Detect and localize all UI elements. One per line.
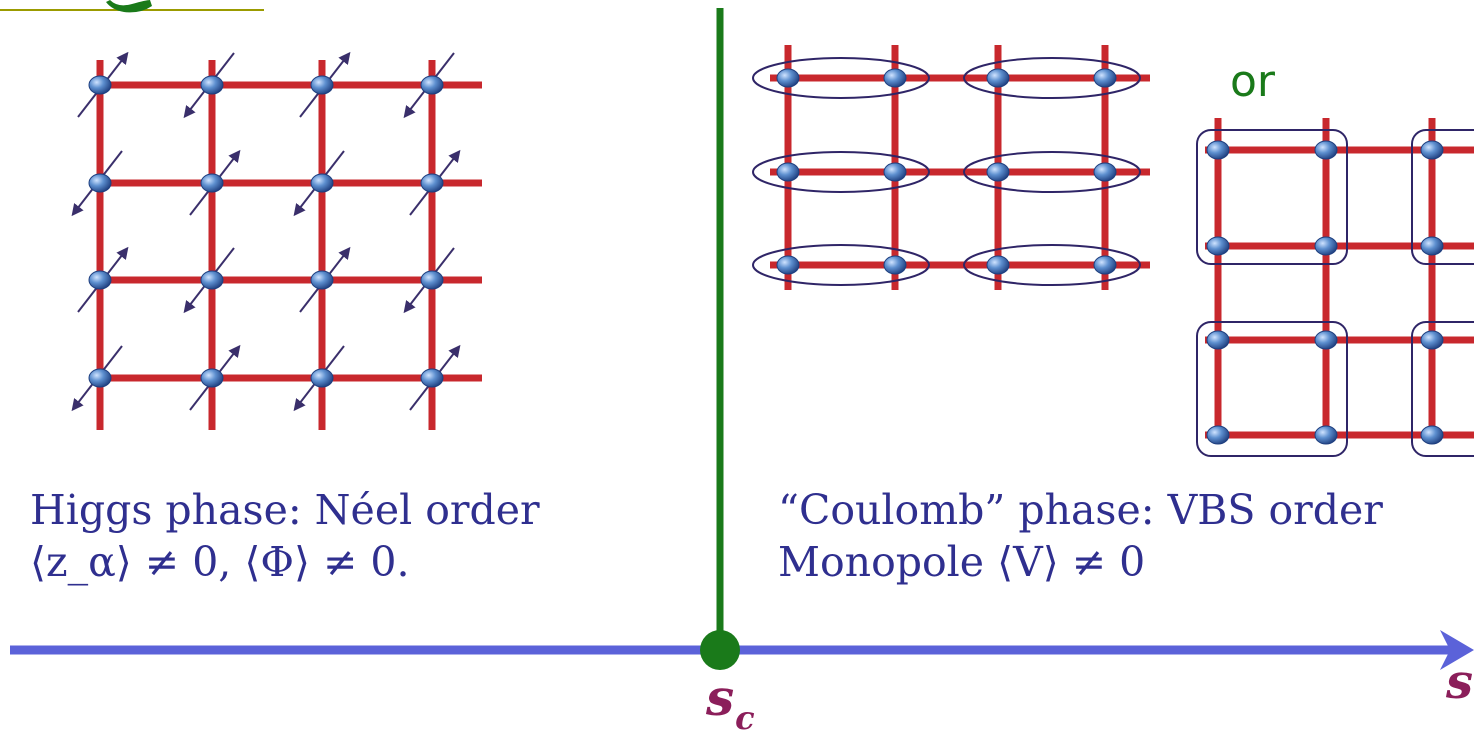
lattice-site <box>420 270 444 290</box>
dimer-pair-outline <box>752 244 930 286</box>
dimer-pair-outline <box>963 244 1141 286</box>
lattice-site <box>88 270 112 290</box>
lattice-site <box>1314 140 1338 160</box>
dimer-pair-outline <box>963 57 1141 99</box>
critical-coupling-symbol: s <box>706 668 735 727</box>
lattice-site <box>1420 140 1444 160</box>
lattice-site <box>200 368 224 388</box>
plaquette-outline <box>1196 129 1348 265</box>
vbs-caption-line2: Monopole ⟨V⟩ ≠ 0 <box>778 538 1146 586</box>
lattice-site <box>420 75 444 95</box>
lattice-site <box>1206 425 1230 445</box>
lattice-site <box>1206 330 1230 350</box>
critical-coupling-subscript: c <box>735 699 755 737</box>
lattice-site <box>1314 236 1338 256</box>
or-label: or <box>1230 56 1276 107</box>
neel-caption: Higgs phase: Néel order ⟨z_α⟩ ≠ 0, ⟨Φ⟩ ≠… <box>30 484 540 588</box>
critical-coupling-label: sc <box>706 668 755 737</box>
vbs-caption-line1: “Coulomb” phase: VBS order <box>778 486 1383 534</box>
lattice-site <box>200 75 224 95</box>
lattice-site <box>420 173 444 193</box>
lattice-site <box>1093 255 1117 275</box>
dimer-pair-outline <box>752 57 930 99</box>
lattice-site <box>88 368 112 388</box>
lattice-site <box>776 255 800 275</box>
lattice-site <box>1206 140 1230 160</box>
lattice-site <box>1093 162 1117 182</box>
lattice-site <box>310 368 334 388</box>
dimer-pair-outline <box>963 151 1141 193</box>
plaquette-outline <box>1196 321 1348 457</box>
lattice-site <box>776 68 800 88</box>
axis-arrowhead-icon <box>1440 630 1474 670</box>
lattice-site <box>88 75 112 95</box>
lattice-site <box>310 75 334 95</box>
critical-point <box>700 630 740 670</box>
lattice-site <box>883 68 907 88</box>
lattice-site <box>1314 425 1338 445</box>
lattice-site <box>200 270 224 290</box>
lattice-site <box>200 173 224 193</box>
lattice-site <box>776 162 800 182</box>
vbs-columnar-lattice <box>752 45 1150 290</box>
neel-caption-line2: ⟨z_α⟩ ≠ 0, ⟨Φ⟩ ≠ 0. <box>30 538 410 586</box>
lattice-site <box>1206 236 1230 256</box>
plaquette-outline <box>1411 321 1474 457</box>
neel-caption-line1: Higgs phase: Néel order <box>30 486 540 534</box>
lattice-site <box>1420 330 1444 350</box>
lattice-site <box>883 162 907 182</box>
dimer-pair-outline <box>752 151 930 193</box>
vbs-plaquette-lattice <box>1196 118 1474 457</box>
lattice-site <box>1093 68 1117 88</box>
lattice-site <box>986 68 1010 88</box>
lattice-site <box>420 368 444 388</box>
lattice-site <box>310 270 334 290</box>
lattice-site <box>1420 236 1444 256</box>
lattice-site <box>310 173 334 193</box>
tuning-axis <box>10 630 1474 670</box>
lattice-site <box>986 162 1010 182</box>
neel-lattice <box>71 51 482 430</box>
lattice-site <box>88 173 112 193</box>
lattice-site <box>986 255 1010 275</box>
coupling-axis-label: s <box>1446 654 1474 710</box>
plaquette-outline <box>1411 129 1474 265</box>
lattice-site <box>1314 330 1338 350</box>
lattice-site <box>1420 425 1444 445</box>
lattice-site <box>883 255 907 275</box>
vbs-caption: “Coulomb” phase: VBS order Monopole ⟨V⟩ … <box>778 484 1383 588</box>
title-fragment <box>0 0 264 13</box>
